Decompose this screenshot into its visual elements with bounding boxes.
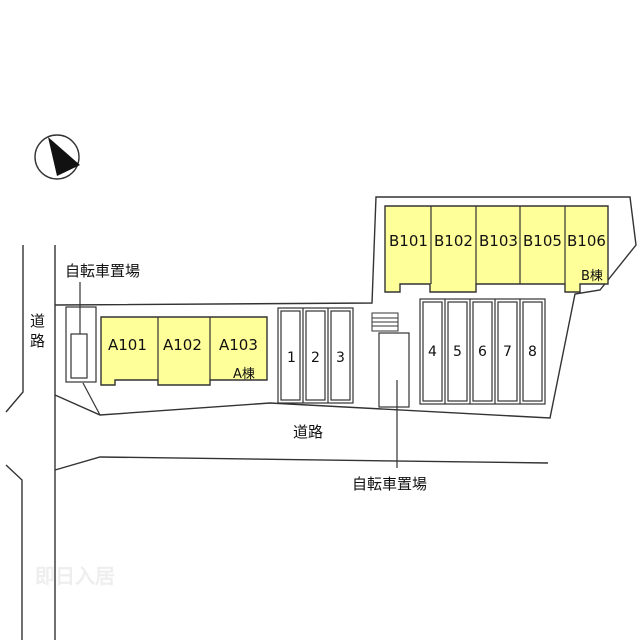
road-label-left: 道 路: [30, 312, 50, 350]
road-label-left-char-1: 道: [30, 312, 45, 330]
road-label-left-char-2: 路: [30, 332, 45, 350]
unit-b105: B105: [523, 232, 562, 250]
bicycle-parking-left: [65, 282, 101, 416]
parking-slot-4: 4: [428, 344, 437, 360]
road-left-edge-west-lower: [5, 464, 23, 640]
parking-slot-8: 8: [528, 344, 537, 360]
road-label-bottom: 道路: [293, 423, 323, 441]
parking-slot-2: 2: [311, 350, 320, 366]
unit-b103: B103: [479, 232, 518, 250]
stairs-icon: [371, 312, 399, 332]
building-a: [100, 316, 268, 386]
unit-a102: A102: [163, 336, 202, 354]
parking-left: [277, 307, 354, 404]
unit-b102: B102: [434, 232, 473, 250]
north-arrow-icon: [34, 134, 80, 180]
bicycle-parking-bottom: [378, 332, 410, 468]
parking-slot-5: 5: [453, 344, 462, 360]
site-boundary: [54, 196, 637, 419]
unit-b106: B106: [567, 232, 606, 250]
building-b-label: B棟: [581, 269, 603, 284]
road-bottom-edge: [54, 456, 549, 471]
parking-slot-1: 1: [287, 350, 296, 366]
unit-b101: B101: [389, 232, 428, 250]
unit-a103: A103: [219, 336, 258, 354]
building-a-label: A棟: [233, 367, 255, 382]
road-left-edge-west: [5, 245, 24, 413]
parking-slot-3: 3: [336, 350, 345, 366]
parking-slot-6: 6: [478, 344, 487, 360]
bicycle-parking-label-top: 自転車置場: [65, 262, 140, 280]
parking-slot-7: 7: [503, 344, 512, 360]
bicycle-parking-label-bottom: 自転車置場: [352, 475, 427, 493]
watermark-logo: 即日入居: [35, 564, 115, 588]
parking-right: [419, 298, 546, 405]
unit-a101: A101: [108, 336, 147, 354]
